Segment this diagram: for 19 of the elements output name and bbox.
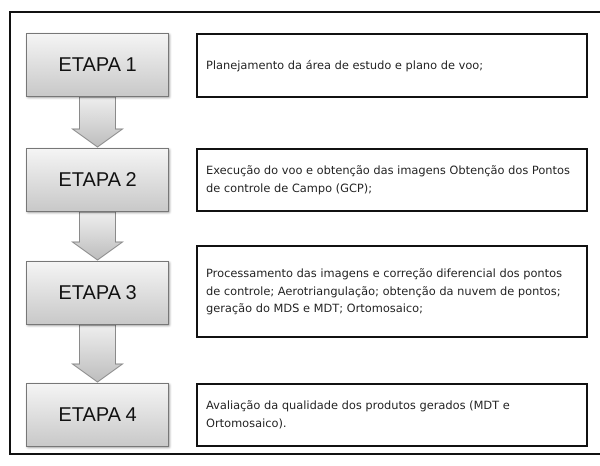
description-text: Planejamento da área de estudo e plano de voo; xyxy=(206,56,484,74)
step-label: ETAPA 1 xyxy=(58,54,137,76)
step-box xyxy=(26,148,169,212)
description-box xyxy=(196,245,588,338)
step-box xyxy=(26,261,169,325)
description-box xyxy=(196,148,588,212)
step-label: ETAPA 3 xyxy=(58,282,137,304)
block-arrow xyxy=(70,96,124,148)
description-text: Execução do voo e obtenção das imagens Obtenção dos Pontos de controle de Campo (GCP); xyxy=(206,162,571,197)
step-box xyxy=(26,383,169,447)
block-arrow xyxy=(70,324,124,383)
description-box xyxy=(196,383,588,447)
block-arrow xyxy=(70,212,124,261)
step-label: ETAPA 4 xyxy=(58,404,137,426)
description-text: Avaliação da qualidade dos produtos gerados (MDT e Ortomosaico). xyxy=(206,397,511,432)
description-text: Processamento das imagens e correção diferencial dos pontos de controle; Aerotriangulação; obtenção da nuvem de pontos; geração do MDS e MDT; Ortomosaico; xyxy=(206,264,564,318)
step-label: ETAPA 2 xyxy=(58,168,137,192)
description-box xyxy=(196,33,588,98)
step-box xyxy=(26,33,169,97)
